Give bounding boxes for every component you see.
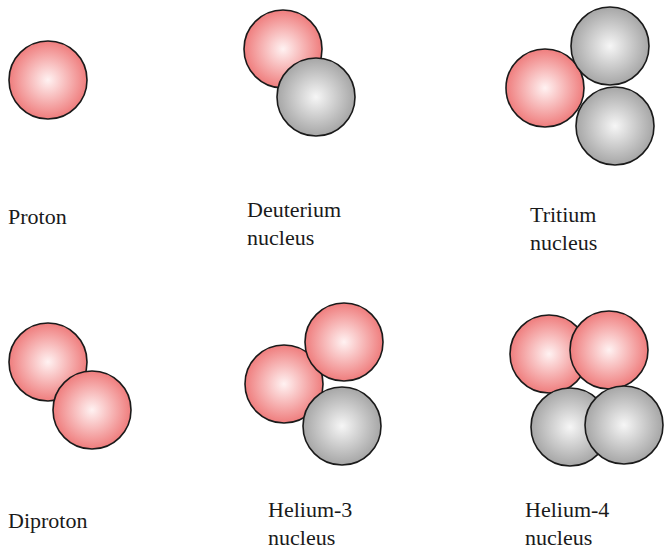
particle-label: Deuterium nucleus	[247, 196, 377, 252]
neutron-sphere	[585, 386, 663, 464]
label-holder: Helium-4 nucleus	[525, 496, 657, 552]
particle-label: Helium-4 nucleus	[525, 496, 657, 552]
proton-sphere	[9, 41, 87, 119]
proton-sphere	[570, 311, 648, 389]
label-holder: Deuterium nucleus	[247, 196, 377, 252]
particle-label: Proton	[8, 203, 128, 231]
neutron-sphere	[303, 387, 381, 465]
label-holder: Diproton	[8, 507, 128, 535]
proton-sphere	[53, 371, 131, 449]
particle-label: Diproton	[8, 507, 128, 535]
label-holder: Tritium nucleus	[530, 201, 642, 257]
particle-label: Helium-3 nucleus	[268, 496, 398, 552]
label-holder: Helium-3 nucleus	[268, 496, 398, 552]
label-holder: Proton	[8, 203, 128, 231]
neutron-sphere	[576, 87, 654, 165]
proton-sphere	[305, 303, 383, 381]
neutron-sphere	[571, 7, 649, 85]
proton-sphere	[506, 49, 584, 127]
neutron-sphere	[277, 58, 355, 136]
particle-label: Tritium nucleus	[530, 201, 642, 257]
